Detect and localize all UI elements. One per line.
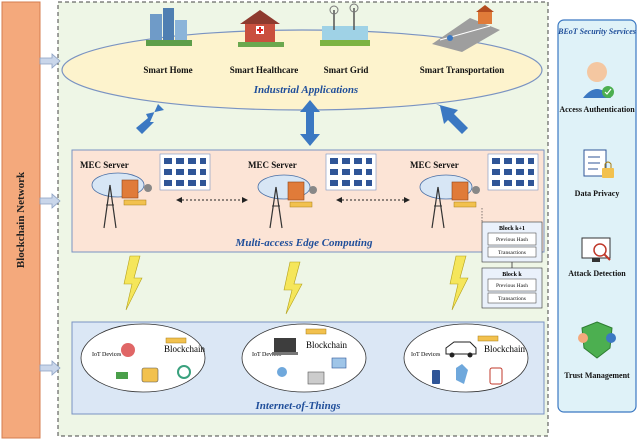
smart-home-icon xyxy=(146,8,192,46)
mec-server-3: MEC Server xyxy=(410,160,480,229)
smart-grid-icon xyxy=(320,3,370,46)
data-privacy-icon xyxy=(583,149,614,178)
server-links xyxy=(176,197,410,203)
blockchain-network-label: Blockchain Network xyxy=(15,171,27,268)
analytics-grid-2 xyxy=(325,153,377,191)
block-bottom-prev-hash: Previous Hash xyxy=(496,283,528,289)
mec-server-1: MEC Server xyxy=(80,160,152,229)
trust-management-icon xyxy=(578,321,616,359)
connector-iot xyxy=(39,360,61,376)
lightning-icon-3 xyxy=(449,255,469,311)
service-label-attack-detection: Attack Detection xyxy=(568,269,626,278)
iot-devices-label-2: IoT Devices xyxy=(252,352,282,358)
industrial-applications-label: Industrial Applications xyxy=(253,84,358,96)
security-title: BEoT Security Services xyxy=(557,27,636,36)
block-bottom-transactions: Transactions xyxy=(498,296,526,302)
service-label-attack-detection-line1: Attack Detection xyxy=(568,269,626,278)
arrow-left xyxy=(136,104,164,134)
connector-mec xyxy=(39,193,61,209)
mec-server-2: MEC Server xyxy=(248,160,317,229)
smart-transportation-icon xyxy=(432,5,500,52)
lightning-icon-2 xyxy=(283,261,303,315)
access-authentication-icon xyxy=(583,62,614,98)
iot-blockchain-label-2: Blockchain xyxy=(306,340,347,350)
app-label-smart-healthcare: Smart Healthcare xyxy=(230,65,299,75)
mec-server-label-3: MEC Server xyxy=(410,160,459,170)
iot-label: Internet-of-Things xyxy=(255,400,341,412)
iot-blockchain-label-3: Blockchain xyxy=(484,344,525,354)
iot-devices-label-1: IoT Devices xyxy=(92,352,122,358)
blockchain-network-bar: Blockchain Network xyxy=(1,1,41,439)
block-top-label: Block k+1 xyxy=(499,226,525,232)
connector-industrial xyxy=(39,53,61,69)
blockchain-connectors xyxy=(39,53,61,376)
block-top-transactions: Transactions xyxy=(498,250,526,256)
lightning-icon-1 xyxy=(123,255,143,311)
block-structure: Block k+1 Previous Hash Transactions Blo… xyxy=(481,208,543,309)
mec-server-label-1: MEC Server xyxy=(80,160,129,170)
mec-label: Multi-access Edge Computing xyxy=(235,237,373,249)
attack-detection-icon xyxy=(581,237,611,262)
block-bottom-label: Block k xyxy=(502,272,522,278)
iot-cluster-3 xyxy=(403,323,529,393)
smart-healthcare-icon xyxy=(238,10,284,47)
security-panel: BEoT Security Services Access Authentica… xyxy=(557,19,637,413)
iot-devices-label-3: IoT Devices xyxy=(411,352,441,358)
mec-layer: MEC Server MEC Server xyxy=(71,149,545,253)
app-label-smart-grid: Smart Grid xyxy=(324,65,369,75)
service-label-trust-management: Trust Management xyxy=(564,371,630,380)
arrow-right xyxy=(436,104,468,134)
arrow-center xyxy=(300,100,320,146)
app-label-smart-home: Smart Home xyxy=(143,65,192,75)
iot-device-icons-1 xyxy=(116,337,191,383)
wireless-links xyxy=(123,255,469,315)
iot-blockchain-label-1: Blockchain xyxy=(164,344,205,354)
iot-layer: IoT Devices Blockchain IoT Devices Block… xyxy=(71,321,545,415)
industrial-applications: Smart Home Smart Healthcare Smart Grid S… xyxy=(61,3,543,111)
mec-server-label-2: MEC Server xyxy=(248,160,297,170)
iot-device-icons-2 xyxy=(272,328,347,385)
iot-device-icons-3 xyxy=(432,335,503,385)
analytics-grid-3 xyxy=(487,153,539,191)
iot-cluster-2 xyxy=(241,323,367,393)
layer-arrows xyxy=(136,100,468,146)
service-label-access-authentication: Access Authentication xyxy=(559,105,635,114)
block-top-prev-hash: Previous Hash xyxy=(496,237,528,243)
app-label-smart-transportation: Smart Transportation xyxy=(420,65,504,75)
security-title-text: BEoT Security Services xyxy=(557,27,636,36)
service-label-data-privacy: Data Privacy xyxy=(575,189,620,198)
analytics-grid-1 xyxy=(159,153,211,191)
